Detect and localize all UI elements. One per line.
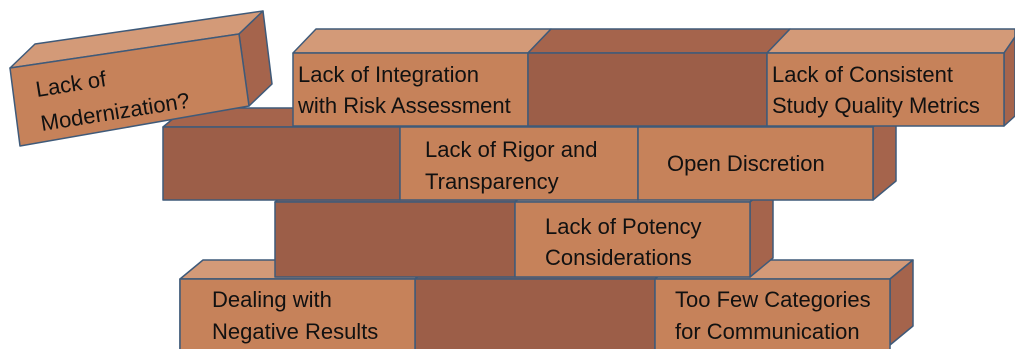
- brick-label: Transparency: [425, 169, 559, 194]
- brick-label: Too Few Categories: [675, 287, 871, 312]
- brick-plain-top-middle: [527, 28, 791, 127]
- brick-label: Lack of Consistent: [772, 62, 953, 87]
- brick-label: for Communication: [675, 319, 860, 344]
- brick-label: Considerations: [545, 245, 692, 270]
- brick-dealing-with-negative-results: Dealing with Negative Results: [179, 278, 416, 349]
- brick-lack-of-consistent-metrics: Lack of Consistent Study Quality Metrics: [766, 28, 1015, 127]
- brick-label: Open Discretion: [667, 151, 825, 176]
- brick-label: Study Quality Metrics: [772, 93, 980, 118]
- brick-label: Lack of Integration: [298, 62, 479, 87]
- brick-label: Lack of Rigor and: [425, 137, 597, 162]
- brick-label: Negative Results: [212, 319, 378, 344]
- brick-label: with Risk Assessment: [297, 93, 511, 118]
- brick-label: Lack of Potency: [545, 214, 702, 239]
- brick-lack-of-integration: Lack of Integration with Risk Assessment: [292, 28, 552, 127]
- brick-label: Dealing with: [212, 287, 332, 312]
